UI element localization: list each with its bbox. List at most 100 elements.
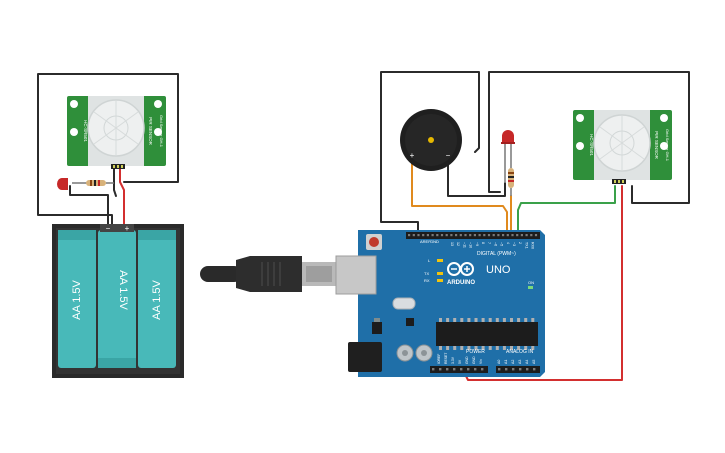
digital-header-pin[interactable] xyxy=(492,234,495,237)
digital-header-pin[interactable] xyxy=(450,234,453,237)
capacitor-2-top xyxy=(421,350,427,356)
analog-header-pin[interactable] xyxy=(505,368,508,371)
resistor-middle[interactable] xyxy=(508,168,514,196)
wire-right-pir-signal[interactable] xyxy=(517,185,616,235)
power-header-pin[interactable] xyxy=(446,368,449,371)
power-header-pin[interactable] xyxy=(432,368,435,371)
usb-plug-metal-inner xyxy=(306,266,332,282)
chip-pin xyxy=(524,346,528,350)
battery-terminal-minus[interactable]: − xyxy=(106,224,111,233)
digital-header-pin[interactable] xyxy=(469,234,472,237)
digital-header-pin[interactable] xyxy=(478,234,481,237)
chip-pin xyxy=(453,318,457,322)
usb-cable[interactable] xyxy=(200,256,336,292)
battery-cell-2 xyxy=(98,230,136,368)
digital-header-pin[interactable] xyxy=(506,234,509,237)
digital-header-pin[interactable] xyxy=(422,234,425,237)
wire-left-pir-red[interactable] xyxy=(119,167,125,227)
reset-button[interactable] xyxy=(369,237,379,247)
analog-header-pin[interactable] xyxy=(498,368,501,371)
power-header-pin[interactable] xyxy=(439,368,442,371)
digital-header-pin[interactable] xyxy=(497,234,500,237)
digital-header-pin[interactable] xyxy=(436,234,439,237)
digital-header-pin[interactable] xyxy=(502,234,505,237)
pir-sensor-left[interactable]: HC-SR501 PIR SENSOR Grid Sensor GH-1 xyxy=(67,96,166,169)
digital-header-pin[interactable] xyxy=(426,234,429,237)
digital-header-pin[interactable] xyxy=(487,234,491,237)
battery-terminal-plus[interactable]: + xyxy=(125,224,130,233)
digital-header-pin[interactable] xyxy=(534,234,538,237)
dc-power-jack[interactable] xyxy=(348,342,382,372)
power-header-pin[interactable] xyxy=(474,368,477,371)
pir-sensor-right[interactable]: HC-SR501 PIR SENSOR Grid Sensor GH-1 xyxy=(573,110,672,184)
pir-right-pin-1[interactable] xyxy=(614,180,616,183)
digital-header-pin[interactable] xyxy=(440,234,444,237)
chip-pin xyxy=(439,346,442,350)
arduino-model: UNO xyxy=(486,264,511,276)
analog-header-pin[interactable] xyxy=(526,368,529,371)
chip-pin xyxy=(495,318,499,322)
wire-gnd-loop[interactable] xyxy=(380,71,480,236)
chip-pin xyxy=(531,318,535,322)
digital-header-pin[interactable] xyxy=(464,234,467,237)
digital-header-pin[interactable] xyxy=(459,234,462,237)
wire-buzzer-signal[interactable] xyxy=(411,154,508,235)
pir-right-hole-4 xyxy=(660,142,668,150)
analog-header-pin[interactable] xyxy=(519,368,522,371)
digital-header-pin[interactable] xyxy=(516,234,519,237)
analog-header-pin[interactable] xyxy=(512,368,515,371)
digital-header-pin[interactable] xyxy=(408,234,411,237)
pir-left-pin-2[interactable] xyxy=(117,165,119,168)
chip-pin xyxy=(502,346,506,350)
wire-buzzer-gnd[interactable] xyxy=(447,157,506,197)
resistor-left-band-2 xyxy=(94,180,96,186)
power-header-pin[interactable] xyxy=(453,368,456,371)
power-pin-label: GND xyxy=(472,356,476,364)
resistor-left[interactable] xyxy=(86,180,114,186)
battery-terminal-block xyxy=(100,224,134,232)
chip-pin xyxy=(481,318,485,322)
power-pin-label: 5V xyxy=(458,359,462,364)
analog-pin-label: A1 xyxy=(504,360,508,364)
digital-header-pin[interactable] xyxy=(445,234,448,237)
wire-left-pir-loop[interactable] xyxy=(37,73,179,226)
led-middle[interactable] xyxy=(501,130,515,183)
usb-b-jack[interactable] xyxy=(335,255,377,295)
chip-pin xyxy=(474,346,478,350)
analog-pin-label: A4 xyxy=(525,360,529,364)
power-label: POWER xyxy=(466,349,485,355)
digital-pin-label: 8 xyxy=(481,242,485,244)
wire-right-pir-gnd[interactable] xyxy=(488,149,501,193)
pir-left-pin-3[interactable] xyxy=(121,165,123,168)
digital-header-pin[interactable] xyxy=(530,234,533,237)
digital-header-pin[interactable] xyxy=(431,234,434,237)
wire-left-pir-black[interactable] xyxy=(113,167,117,197)
digital-header-pin[interactable] xyxy=(412,234,415,237)
analog-header-pin[interactable] xyxy=(533,368,536,371)
pir-right-pin-2[interactable] xyxy=(618,180,620,183)
digital-header-pin[interactable] xyxy=(511,234,514,237)
digital-header-pin[interactable] xyxy=(473,234,476,237)
wire-left-led-black[interactable] xyxy=(69,185,109,227)
led-tx xyxy=(437,272,443,275)
piezo-buzzer[interactable]: + − xyxy=(400,109,462,171)
digital-header-pin[interactable] xyxy=(417,234,420,237)
battery-pack[interactable]: AA 1.5V AA 1.5V AA 1.5V − + xyxy=(52,224,184,378)
digital-pin-label: 7 xyxy=(487,242,491,244)
pir-left-hole-3 xyxy=(154,100,162,108)
power-header-pin[interactable] xyxy=(460,368,463,371)
digital-header-pin[interactable] xyxy=(483,234,486,237)
pir-right-side-text: Grid Sensor GH-1 xyxy=(665,129,670,162)
pir-left-pin-1[interactable] xyxy=(113,165,115,168)
pir-right-pin-3[interactable] xyxy=(622,180,624,183)
led-left[interactable] xyxy=(57,178,88,190)
capacitor-1-top xyxy=(402,350,408,356)
power-header-pin[interactable] xyxy=(467,368,470,371)
power-header-pin[interactable] xyxy=(481,368,484,371)
digital-header-pin[interactable] xyxy=(520,234,523,237)
pir-right-hole-3 xyxy=(660,114,668,122)
digital-header-pin[interactable] xyxy=(525,234,528,237)
digital-header-pin[interactable] xyxy=(455,234,458,237)
wire-right-pir-loop[interactable] xyxy=(488,71,690,204)
